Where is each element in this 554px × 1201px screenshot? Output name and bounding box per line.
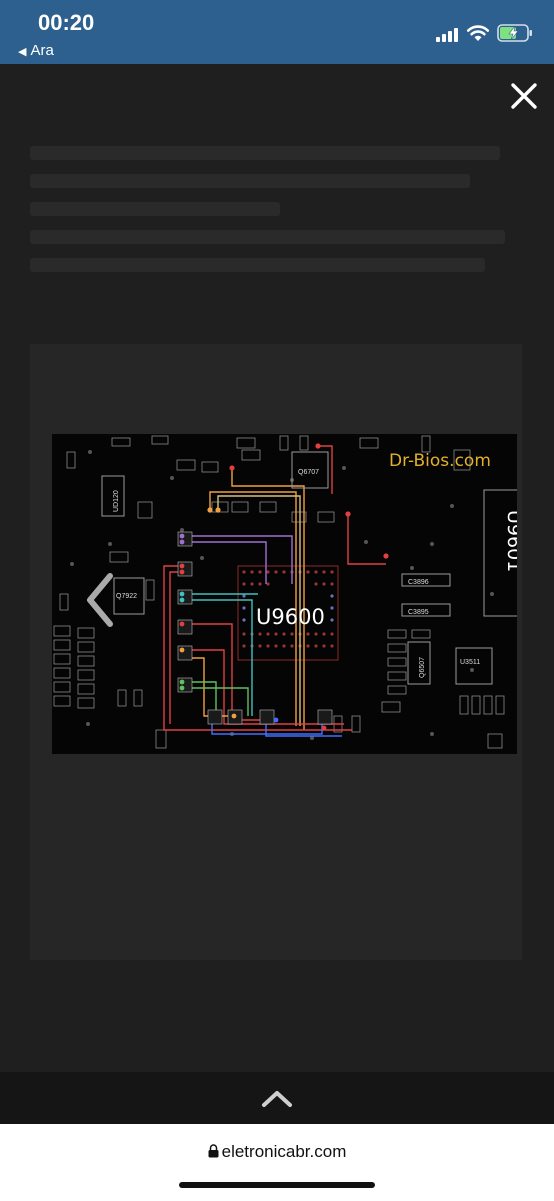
component-label: U3511 (460, 659, 480, 666)
url-text: eletronicabr.com (221, 1142, 347, 1161)
back-triangle-icon: ◀ (18, 46, 27, 58)
close-icon[interactable] (508, 80, 540, 112)
watermark-text: Dr-Bios.com (389, 451, 491, 471)
ghost-text-line (30, 202, 280, 216)
ghost-text-line (30, 230, 505, 244)
status-time: 00:20 (38, 10, 95, 35)
chevron-left-icon[interactable] (82, 572, 122, 628)
ghost-text-line (30, 258, 485, 272)
lock-icon (208, 1144, 219, 1158)
component-label: Q6707 (298, 469, 319, 476)
component-label: Q7922 (116, 593, 137, 600)
component-label: C3895 (408, 609, 429, 616)
back-to-app-button[interactable]: ◀Ara (18, 42, 54, 59)
bottom-toolbar (0, 1072, 554, 1124)
back-app-label: Ara (30, 42, 54, 59)
main-chip-label: U9600 (256, 605, 325, 629)
cellular-signal-icon (436, 28, 458, 42)
battery-charging-icon (497, 24, 532, 42)
component-label: Q6507 (419, 657, 426, 678)
component-label: C3896 (408, 579, 429, 586)
ghost-text-line (30, 146, 500, 160)
wifi-icon (466, 25, 490, 41)
status-bar: 00:20 ◀Ara (0, 0, 554, 64)
side-chip-label: U9601 (503, 510, 517, 572)
browser-url-bar[interactable]: eletronicabr.com (0, 1124, 554, 1201)
ghost-text-line (30, 174, 470, 188)
chevron-up-icon[interactable] (258, 1086, 296, 1110)
component-label: UD120 (113, 490, 120, 512)
board-schematic-image: Q6707 UD120 Q7922 C3896 C3895 Q6507 U351… (52, 434, 517, 754)
url-display[interactable]: eletronicabr.com (0, 1142, 554, 1162)
home-indicator[interactable] (179, 1182, 375, 1188)
